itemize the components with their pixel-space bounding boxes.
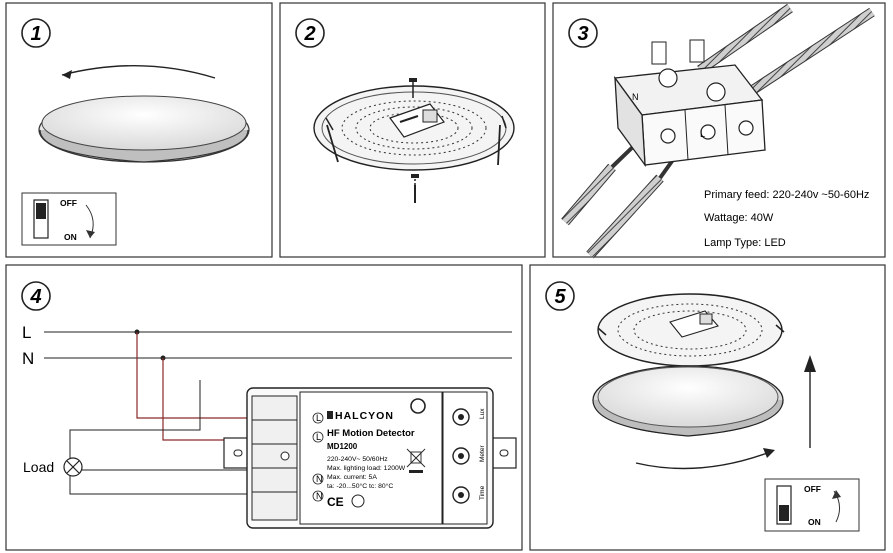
- sensor-window: [410, 398, 426, 414]
- wall-switch-off-on-5: OFF ON: [764, 478, 860, 532]
- load-lamp-symbol: [63, 457, 83, 477]
- term-lp: L: [316, 432, 321, 442]
- step-badge-5: [545, 281, 575, 311]
- switch-off-label-5: OFF: [804, 484, 821, 494]
- brand-label: HALCYON: [335, 410, 394, 422]
- meter-knob[interactable]: [452, 447, 470, 465]
- knob-lux-label: Lux: [479, 408, 486, 419]
- panel-3: 3: [552, 2, 886, 259]
- temp-text: ta: -20...50°C tc: 80°C: [327, 482, 393, 490]
- rating-text: 220-240V~ 50/60Hz: [327, 456, 388, 463]
- terminal-block: N L: [613, 39, 766, 168]
- line-l-label: L: [22, 323, 31, 342]
- time-knob[interactable]: [452, 486, 470, 504]
- lamp-diffuser-cover: [592, 365, 784, 437]
- spec-lamp-type: Lamp Type: LED: [704, 237, 786, 249]
- lamp-base-mounted: [597, 293, 785, 367]
- step-number-1: 1: [30, 23, 41, 45]
- max-current-text: Max. current: 5A: [327, 474, 377, 481]
- ceiling-lamp-closed: [38, 95, 250, 163]
- step-badge-1: [21, 18, 51, 48]
- ce-mark: CE: [327, 495, 344, 509]
- motion-detector-unit: L L N N HALCYON HF Motion Detector MD120…: [223, 387, 517, 529]
- mains-cable: [697, 3, 875, 100]
- compliance-icon: [351, 494, 365, 508]
- panel-5: 5 OFF ON: [529, 264, 886, 551]
- rotate-arrow-5: [635, 451, 771, 470]
- panel-1: 1 OFF ON: [5, 2, 273, 258]
- panel-4: 4 L N Load: [5, 264, 523, 551]
- term-n: N: [316, 474, 323, 484]
- terminal-l-label: L: [700, 129, 705, 139]
- switch-on-label: ON: [64, 232, 77, 242]
- knob-meter-label: Meter: [479, 445, 486, 462]
- spec-wattage: Wattage: 40W: [704, 212, 774, 224]
- term-n2: N: [316, 491, 323, 501]
- step-number-2: 2: [303, 23, 315, 45]
- lamp-base-plate: [313, 78, 515, 203]
- terminal-n-label: N: [632, 92, 639, 102]
- line-n-label: N: [22, 349, 34, 368]
- load-label: Load: [23, 459, 54, 475]
- step-badge-2: [295, 18, 325, 48]
- lux-knob[interactable]: [452, 408, 470, 426]
- rotate-arrow: [61, 64, 216, 79]
- term-l: L: [316, 413, 321, 423]
- model-number: MD1200: [327, 442, 358, 451]
- spec-primary-feed: Primary feed: 220-240v ~50-60Hz: [704, 189, 869, 201]
- switch-off-label: OFF: [60, 198, 77, 208]
- product-name: HF Motion Detector: [327, 428, 415, 439]
- weee-bin-icon: [406, 448, 426, 473]
- step-badge-3: [568, 18, 598, 48]
- max-load-text: Max. lighting load: 1200W: [327, 465, 406, 472]
- step-badge-4: [21, 281, 51, 311]
- step-number-3: 3: [577, 23, 588, 45]
- step-number-4: 4: [29, 286, 41, 308]
- switch-on-label-5: ON: [808, 517, 821, 527]
- wall-switch-off-on: OFF ON: [21, 192, 117, 246]
- step-number-5: 5: [554, 286, 566, 308]
- knob-time-label: Time: [479, 485, 486, 500]
- panel-2: 2: [279, 2, 546, 258]
